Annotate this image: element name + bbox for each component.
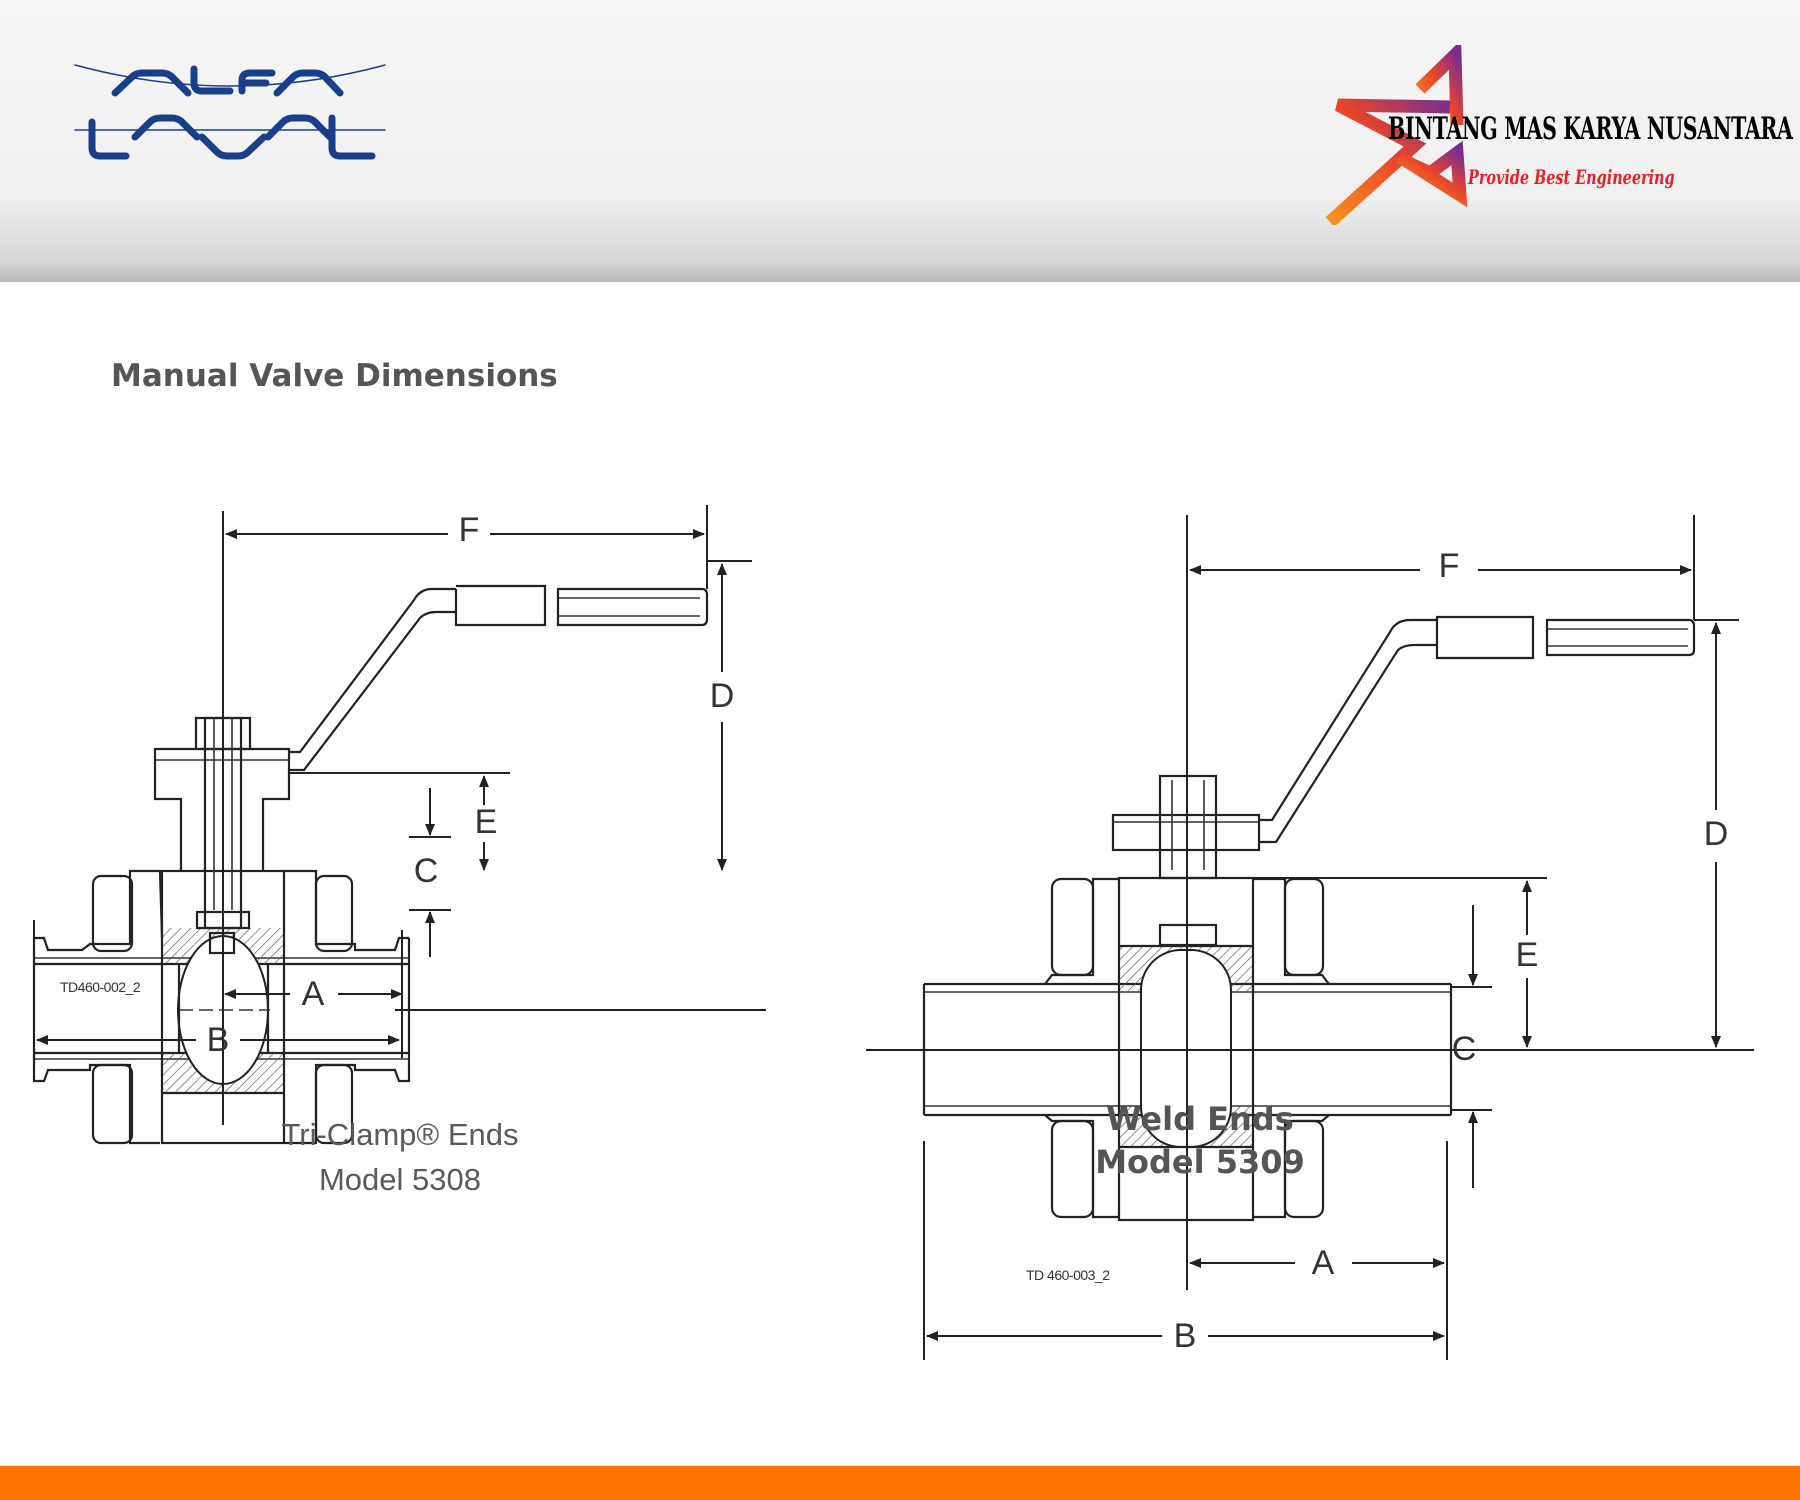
dim-label-f: F <box>1439 547 1460 585</box>
company-name: BINTANG MAS KARYA NUSANTARA <box>1388 111 1793 147</box>
caption-line-2: Model 5309 <box>1095 1143 1305 1181</box>
dim-label-d: D <box>710 677 735 715</box>
star-icon <box>1325 45 1520 225</box>
drawing-weld-ends-5309: F D E C A B TD 460-003_2 <box>866 515 1754 1360</box>
bintang-mas-logo: BINTANG MAS KARYA NUSANTARA Provide Best… <box>1320 45 1793 225</box>
footer-bar <box>0 1466 1800 1500</box>
dim-label-c: C <box>1452 1030 1477 1068</box>
caption-line-1: Tri-Clamp® Ends <box>281 1117 519 1152</box>
dim-label-a: A <box>1312 1244 1335 1282</box>
dim-label-e: E <box>475 803 498 841</box>
drawing-code: TD 460-003_2 <box>1026 1267 1110 1283</box>
dim-label-b: B <box>207 1021 230 1059</box>
caption-weld-ends: Weld Ends Model 5309 <box>1040 1098 1360 1184</box>
dim-label-b: B <box>1174 1317 1197 1355</box>
caption-line-2: Model 5308 <box>318 1162 481 1197</box>
caption-tri-clamp: Tri-Clamp® Ends Model 5308 <box>230 1112 570 1202</box>
company-tagline: Provide Best Engineering <box>1468 165 1675 189</box>
page-title: Manual Valve Dimensions <box>111 358 558 394</box>
dim-label-e: E <box>1516 936 1539 974</box>
drawing-tri-clamp-5308: F D E C A B TD460-002_2 <box>32 505 766 1145</box>
dim-label-f: F <box>459 511 480 549</box>
caption-line-1: Weld Ends <box>1106 1100 1294 1138</box>
dim-label-d: D <box>1704 815 1729 853</box>
dim-label-a: A <box>302 975 325 1013</box>
dim-label-c: C <box>414 852 439 890</box>
header-banner <box>0 0 1800 282</box>
drawing-code: TD460-002_2 <box>60 979 141 995</box>
alfa-laval-logo <box>74 64 386 160</box>
